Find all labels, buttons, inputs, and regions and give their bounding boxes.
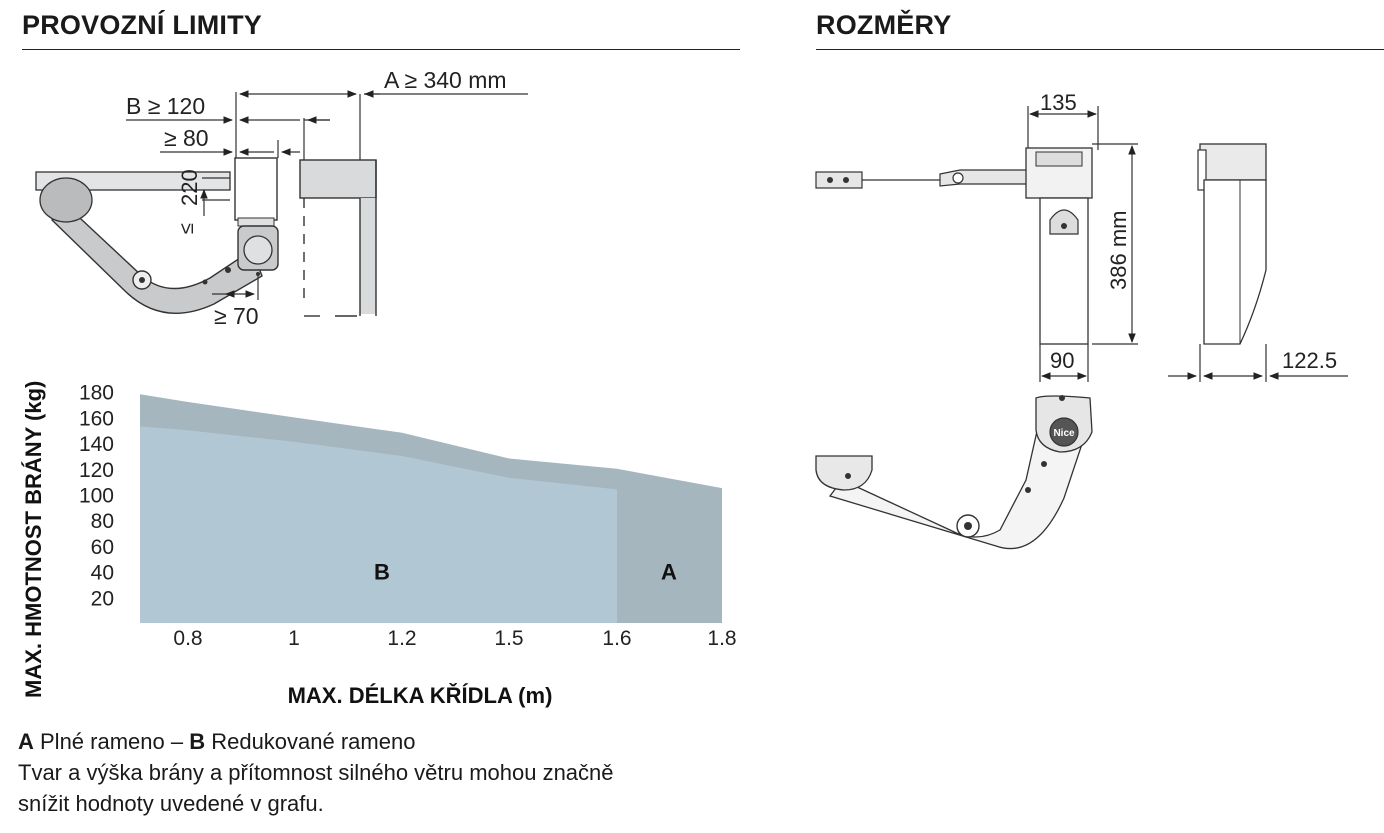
area-label-a: A	[661, 560, 677, 585]
legend-b-text: Redukované rameno	[205, 729, 416, 754]
y-tick-label: 20	[91, 587, 114, 610]
section-rule-right	[816, 49, 1384, 50]
dim-70-label: ≥ 70	[214, 303, 259, 329]
arm	[51, 204, 263, 314]
side-head	[1199, 143, 1267, 181]
dim-height-label: 386 mm	[1106, 211, 1131, 290]
dim-b-label: B ≥ 120	[126, 93, 205, 119]
x-tick-label: 1.6	[602, 627, 631, 650]
y-tick-label: 180	[79, 382, 114, 405]
x-tick-label: 0.8	[173, 627, 202, 650]
section-title-limits: PROVOZNÍ LIMITY	[22, 10, 263, 40]
legend-b-letter: B	[189, 729, 206, 754]
logo-badge	[1049, 417, 1079, 447]
x-tick-label: 1.2	[387, 627, 416, 650]
motor-box	[234, 157, 278, 221]
y-tick-label: 160	[79, 407, 114, 430]
x-tick-label: 1.5	[494, 627, 523, 650]
note-line-1: Tvar a výška brány a přítomnost silného …	[18, 760, 614, 785]
legend-a-text: Plné rameno –	[33, 729, 190, 754]
y-tick-label: 100	[79, 485, 114, 508]
area-series-b	[140, 426, 617, 623]
x-axis-label: MAX. DÉLKA KŘÍDLA (m)	[288, 683, 553, 708]
note-line-2: snížit hodnoty uvedené v grafu.	[18, 791, 324, 816]
area-label-b: B	[374, 560, 390, 585]
section-rule-left	[22, 49, 740, 50]
dim-a-label: A ≥ 340 mm	[384, 67, 507, 93]
y-tick-label: 40	[91, 562, 114, 585]
pillar-side	[360, 198, 376, 314]
y-tick-label: 60	[91, 536, 114, 559]
dim-le-symbol: ≤	[176, 223, 198, 234]
section-title-dimensions: ROZMĚRY	[816, 10, 952, 40]
legend-line: A Plné rameno – B Redukované rameno	[18, 726, 415, 758]
side-body	[1203, 179, 1267, 345]
y-tick-label: 80	[91, 510, 114, 533]
logo-text: Nice	[1053, 428, 1075, 439]
dimensions-diagram: 135 386 mm 90 122.5 Nice	[815, 90, 1348, 550]
y-tick-label: 140	[79, 433, 114, 456]
installation-diagram: A ≥ 340 mm B ≥ 120 ≥ 80 220 ≤ ≥ 70	[35, 67, 528, 329]
dim-width-top-label: 135	[1040, 90, 1077, 115]
dim-220-label: 220	[177, 169, 202, 206]
pillar-top	[299, 159, 377, 199]
x-tick-label: 1.8	[707, 627, 736, 650]
dim-80-label: ≥ 80	[164, 125, 209, 151]
dim-width-bottom-label: 90	[1050, 348, 1074, 373]
dim-depth-label: 122.5	[1282, 348, 1337, 373]
y-axis-label: MAX. HMOTNOST BRÁNY (kg)	[21, 381, 46, 698]
legend-a-letter: A	[18, 729, 34, 754]
x-tick-label: 1	[288, 627, 300, 650]
y-tick-label: 120	[79, 459, 114, 482]
front-bracket	[815, 171, 863, 189]
